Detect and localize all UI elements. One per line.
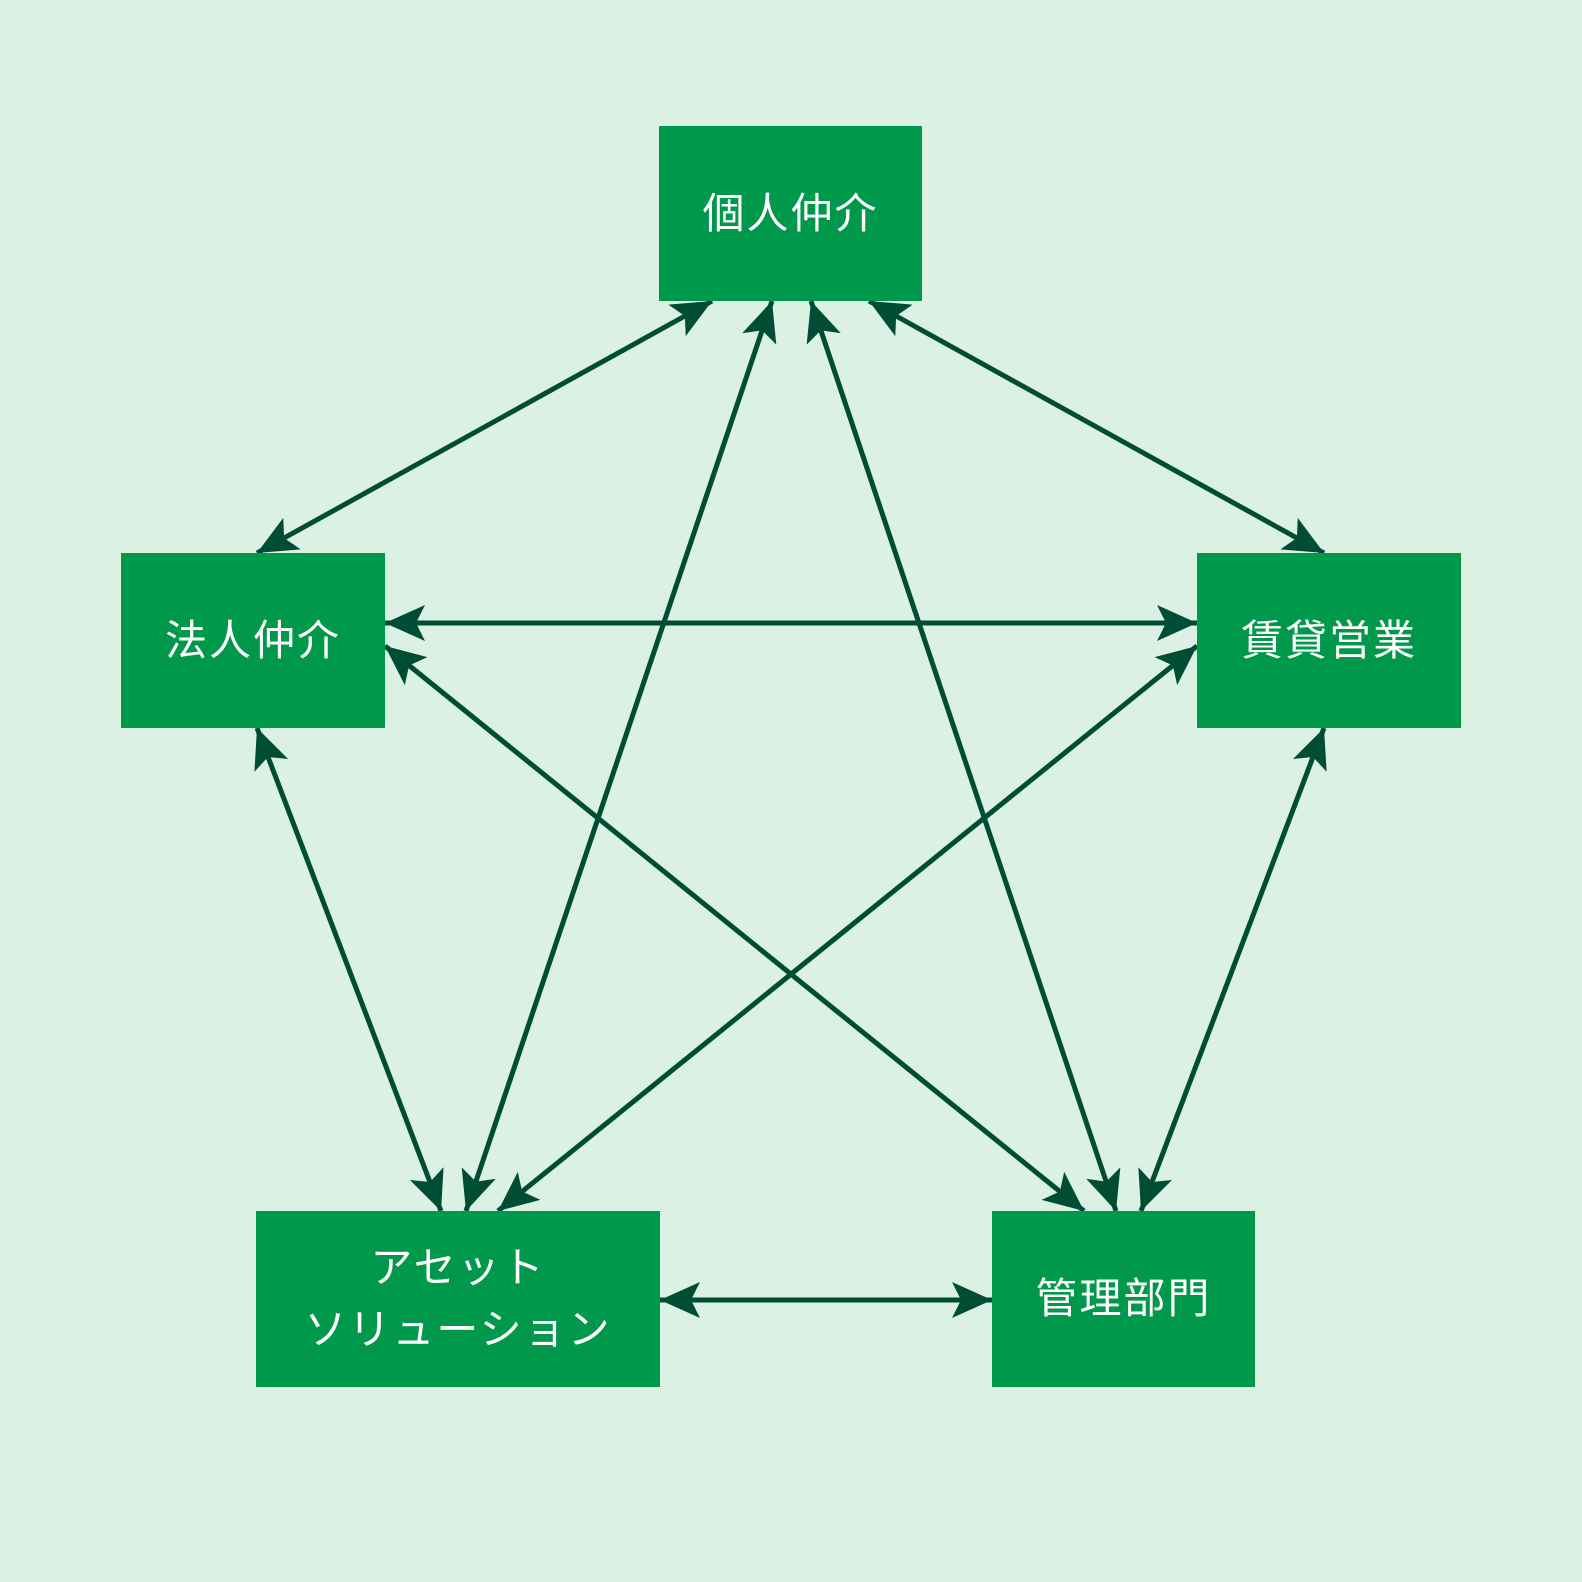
edge-chintai-kanri xyxy=(1138,727,1327,1212)
node-chintai: 賃貸営業 xyxy=(1197,553,1461,728)
edge-kojin-hojin xyxy=(255,298,714,556)
node-label: 個人仲介 xyxy=(702,188,879,238)
node-label: 法人仲介 xyxy=(164,615,341,665)
edge-chintai-asset xyxy=(496,644,1199,1213)
node-label: 賃貸営業 xyxy=(1240,615,1417,665)
node-kanri: 管理部門 xyxy=(992,1211,1255,1387)
edge-hojin-kanri xyxy=(383,644,1086,1213)
edge-kojin-asset xyxy=(461,300,777,1212)
node-asset: アセット ソリューション xyxy=(256,1211,660,1387)
edge-kojin-chintai xyxy=(867,298,1326,556)
edge-hojin-asset xyxy=(254,727,444,1212)
node-hojin: 法人仲介 xyxy=(121,553,385,728)
node-kojin: 個人仲介 xyxy=(659,126,922,301)
edge-kojin-kanri xyxy=(806,300,1121,1212)
node-label: 管理部門 xyxy=(1035,1274,1212,1323)
node-label: アセット ソリューション xyxy=(304,1243,612,1354)
